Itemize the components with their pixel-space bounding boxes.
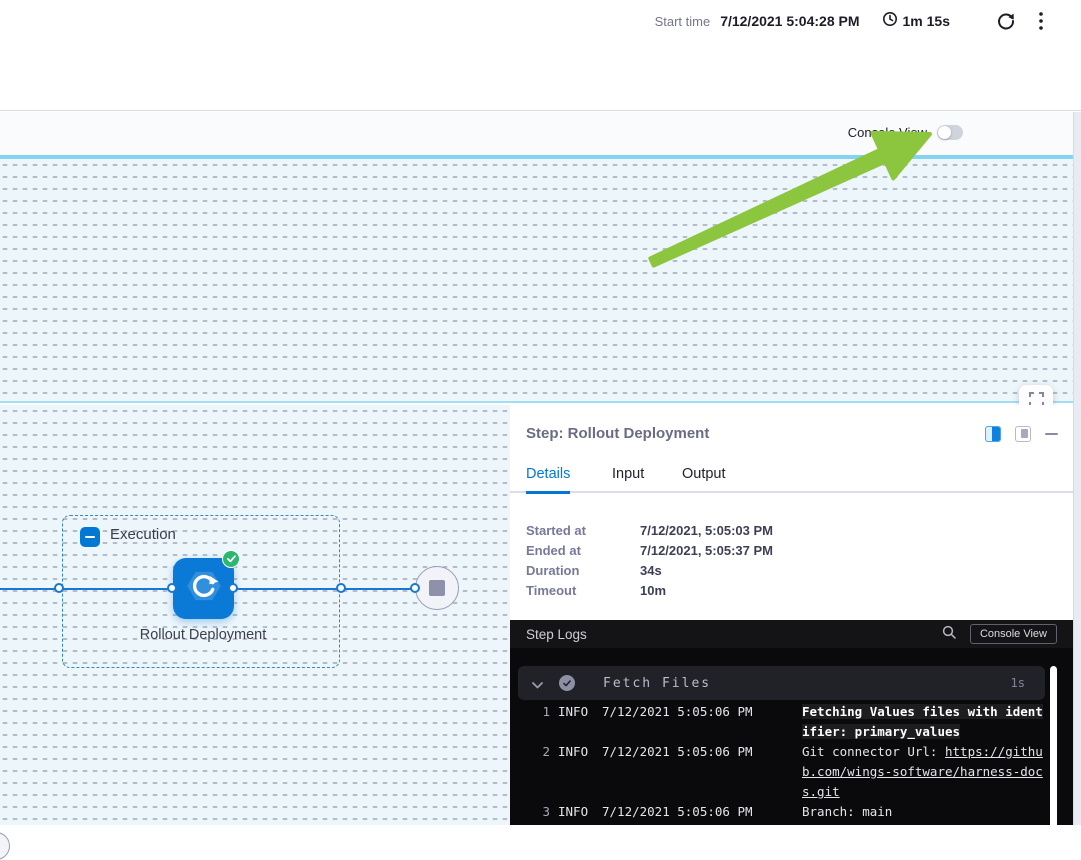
rollout-icon	[186, 568, 222, 609]
top-bar: Start time 7/12/2021 5:04:28 PM 1m 15s	[0, 0, 1081, 111]
minus-icon	[85, 536, 95, 538]
detail-row-ended: Ended at 7/12/2021, 5:05:37 PM	[526, 541, 773, 561]
port	[228, 583, 238, 593]
view-toolbar: Console View	[0, 112, 1081, 155]
pipeline-canvas-top[interactable]: + −	[0, 159, 1081, 403]
port	[410, 583, 420, 593]
section-success-icon	[559, 675, 575, 691]
refresh-button[interactable]	[996, 11, 1016, 31]
port	[167, 583, 177, 593]
search-icon[interactable]	[942, 625, 956, 644]
log-line-2: 2 INFO 7/12/2021 5:05:06 PM Git connecto…	[510, 742, 1050, 802]
detail-row-duration: Duration 34s	[526, 561, 773, 581]
offscreen-node	[0, 832, 10, 860]
log-scrollbar[interactable]	[1050, 666, 1057, 825]
log-lines: 1 INFO 7/12/2021 5:05:06 PM Fetching Val…	[510, 702, 1050, 822]
panel-tabs: Details Input Output	[510, 460, 1073, 493]
details-list: Started at 7/12/2021, 5:05:03 PM Ended a…	[526, 521, 773, 601]
panel-header: Step: Rollout Deployment	[510, 405, 1073, 460]
clock-icon	[882, 11, 898, 32]
console-view-button[interactable]: Console View	[970, 624, 1057, 644]
start-time-label: Start time	[655, 14, 711, 29]
stop-node[interactable]	[415, 566, 459, 610]
detail-row-started: Started at 7/12/2021, 5:05:03 PM	[526, 521, 773, 541]
window-scrollbar-track[interactable]	[1073, 112, 1081, 825]
step-logs-bar: Step Logs Console View	[510, 620, 1073, 648]
stop-icon	[429, 580, 445, 596]
console-view-label: Console View	[848, 125, 927, 140]
log-section-name: Fetch Files	[603, 676, 711, 691]
split-view-icon[interactable]	[985, 426, 1001, 442]
step-details-panel: Step: Rollout Deployment Details Input O…	[510, 405, 1073, 825]
elapsed-time: 1m 15s	[903, 13, 950, 29]
port	[54, 583, 64, 593]
tab-details[interactable]: Details	[526, 466, 570, 494]
kebab-menu-icon[interactable]	[1038, 11, 1044, 31]
panel-title: Step: Rollout Deployment	[526, 425, 709, 442]
execution-group-label: Execution	[110, 526, 176, 543]
tab-output[interactable]: Output	[682, 466, 726, 491]
port	[336, 583, 346, 593]
log-line-1: 1 INFO 7/12/2021 5:05:06 PM Fetching Val…	[510, 702, 1050, 742]
start-time-value: 7/12/2021 5:04:28 PM	[720, 13, 859, 29]
step-logs-title: Step Logs	[526, 627, 587, 642]
chevron-down-icon	[532, 674, 543, 693]
log-section-duration: 1s	[1011, 676, 1025, 690]
log-section-fetch-files[interactable]: Fetch Files 1s	[518, 666, 1045, 700]
node-label: Rollout Deployment	[123, 624, 283, 646]
toggle-knob	[938, 126, 951, 139]
success-badge	[222, 550, 240, 568]
panel-view-icon[interactable]	[1015, 426, 1031, 442]
detail-row-timeout: Timeout 10m	[526, 581, 773, 601]
console-view-toggle[interactable]	[937, 125, 963, 140]
minimize-panel-icon[interactable]	[1045, 433, 1058, 436]
log-console: Fetch Files 1s 1 INFO 7/12/2021 5:05:06 …	[510, 648, 1073, 825]
log-line-3: 3 INFO 7/12/2021 5:05:06 PM Branch: main	[510, 802, 1050, 822]
rollout-deployment-node[interactable]	[173, 558, 234, 619]
tab-input[interactable]: Input	[612, 466, 644, 491]
collapse-group-button[interactable]	[80, 527, 100, 547]
